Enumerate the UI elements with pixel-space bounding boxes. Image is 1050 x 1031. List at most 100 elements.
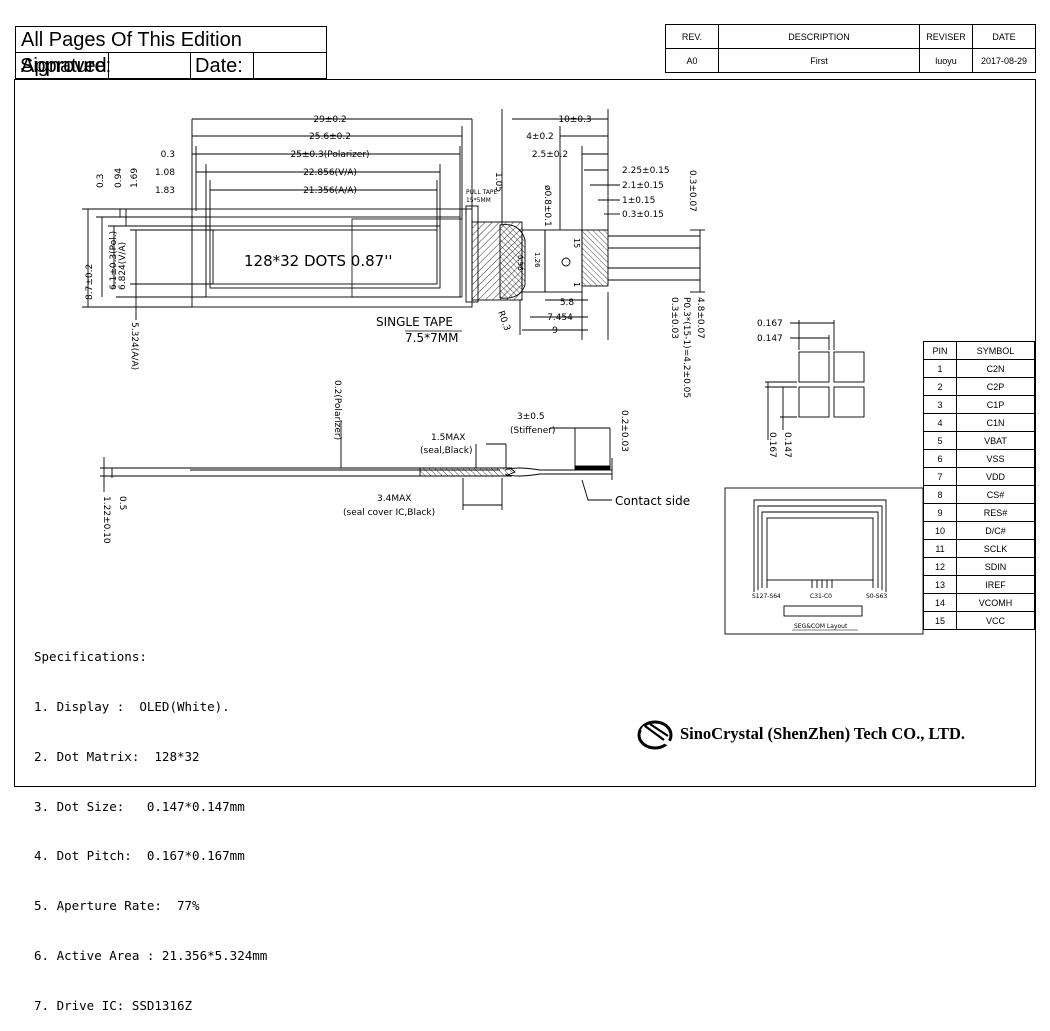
pin-number: 15 [923,611,957,630]
pin-number: 3 [923,395,957,414]
company-logo-icon [637,720,673,750]
single-tape-size: 7.5*7MM [405,331,458,345]
reviser-value: luoyu [919,48,973,73]
symbol-header: SYMBOL [956,341,1035,360]
side-view-labels: 0.2(Polarizer) 1.5MAX (seal,Black) 3±0.5… [101,380,690,544]
pin-symbol: VDD [956,467,1035,486]
fpc-hole [561,257,571,267]
dim-aa: 21.356(A/A) [303,186,357,196]
pin-symbol: IREF [956,575,1035,594]
dim-5-8: 5.8 [560,298,575,308]
pin-number: 7 [923,467,957,486]
pin-symbol: C1P [956,395,1035,414]
pin-symbol: VSS [956,449,1035,468]
fpc-thickness: 0.2±0.03 [619,410,629,452]
revision-table: REV. DESCRIPTION REVISER DATE A0 First l… [665,24,1036,73]
dim-va: 22.856(V/A) [303,168,357,178]
fpc-pin-15: 15 [572,238,581,248]
fpc-contacts [581,229,609,287]
dim-left-0-3: 0.3 [96,174,106,188]
pin-number: 2 [923,377,957,396]
dim-pitch: P0.3*(15-1)=4.2±0.05 [681,297,691,398]
date-label: Date: [195,55,243,77]
fpc-1-05: 1.05 [493,172,503,192]
date-value: 2017-08-29 [972,48,1036,73]
pin-number: 1 [923,359,957,378]
dot-detail-labels: 0.167 0.147 0.147 0.167 [757,319,792,458]
dim-2-1: 2.1±0.15 [622,181,664,191]
pin-symbol: SCLK [956,539,1035,558]
approval-box: All Pages Of This Edition Approved Signa… [15,26,327,79]
approval-title: All Pages Of This Edition Approved [16,27,326,77]
pin-symbol: VBAT [956,431,1035,450]
dim-29: 29±0.2 [313,115,346,125]
pin-number: 12 [923,557,957,576]
dot-size: 0.147 [757,334,783,344]
seg-com-layout [724,487,924,635]
polarizer-outline [205,216,461,298]
spec-item: 7. Drive IC: SSD1316Z [34,997,193,1013]
pin-number: 5 [923,431,957,450]
polarizer-thickness: 0.2(Polarizer) [332,380,342,440]
pin-symbol: SDIN [956,557,1035,576]
company-block: SinoCrystal (ShenZhen) Tech CO., LTD. [636,718,965,750]
drawing-frame [14,80,1036,787]
date-header: DATE [972,24,1036,49]
dim-0-3-07: 0.3±0.07 [687,170,697,212]
dim-10: 10±0.3 [558,115,591,125]
mechanical-drawing: 29±0.2 25.6±0.2 25±0.3(Polarizer) 22.856… [82,109,924,635]
thickness-0-5: 0.5 [117,496,127,510]
dim-1-83: 1.83 [155,186,175,196]
fpc-1-26: 1.26 [533,252,541,268]
frame-top-line [14,79,1036,80]
single-tape [351,218,463,298]
rev-value: A0 [665,48,719,73]
pin-symbol: VCOMH [956,593,1035,612]
pin-symbol: C2P [956,377,1035,396]
pin-symbol: RES# [956,503,1035,522]
pin-symbol: CS# [956,485,1035,504]
pin-symbol: C2N [956,359,1035,378]
dim-2-25: 2.25±0.15 [622,166,670,176]
pin-number: 14 [923,593,957,612]
contact-side: Contact side [615,494,690,508]
spec-item: 4. Dot Pitch: 0.167*0.167mm [34,848,245,864]
pin-number: 11 [923,539,957,558]
dim-9: 9 [552,326,558,336]
pin-number: 4 [923,413,957,432]
dim-25-6: 25.6±0.2 [309,132,351,142]
signature-label: Signature: [20,55,112,77]
front-view-labels: 29±0.2 25.6±0.2 25±0.3(Polarizer) 22.856… [85,115,705,398]
fpc-0-96: 0.96 [516,255,524,271]
single-tape-label: SINGLE TAPE [376,315,453,329]
specifications: Specifications: 1. Display : OLED(White)… [34,616,267,1031]
ic-seal [499,224,526,299]
spec-item: 5. Aperture Rate: 77% [34,898,200,914]
side-view [100,420,613,510]
seg-right-label: S0-S63 [866,593,887,600]
dim-4-8: 4.8±0.07 [695,297,705,339]
pin-number: 13 [923,575,957,594]
viewing-area [209,225,441,289]
seal-note: (seal,Black) [420,446,472,456]
active-area [212,229,438,285]
pin-number: 8 [923,485,957,504]
pull-tape-size: 15*5MM [466,197,491,204]
spec-item: 6. Active Area : 21.356*5.324mm [34,947,268,963]
dim-7-454: 7.454 [547,313,573,323]
pin-symbol: VCC [956,611,1035,630]
dim-left-va: 6.824(V/A) [118,242,128,290]
spec-item: 2. Dot Matrix: 128*32 [34,748,200,764]
dim-0-3: 0.3 [161,150,175,160]
dim-1-08: 1.08 [155,168,175,178]
